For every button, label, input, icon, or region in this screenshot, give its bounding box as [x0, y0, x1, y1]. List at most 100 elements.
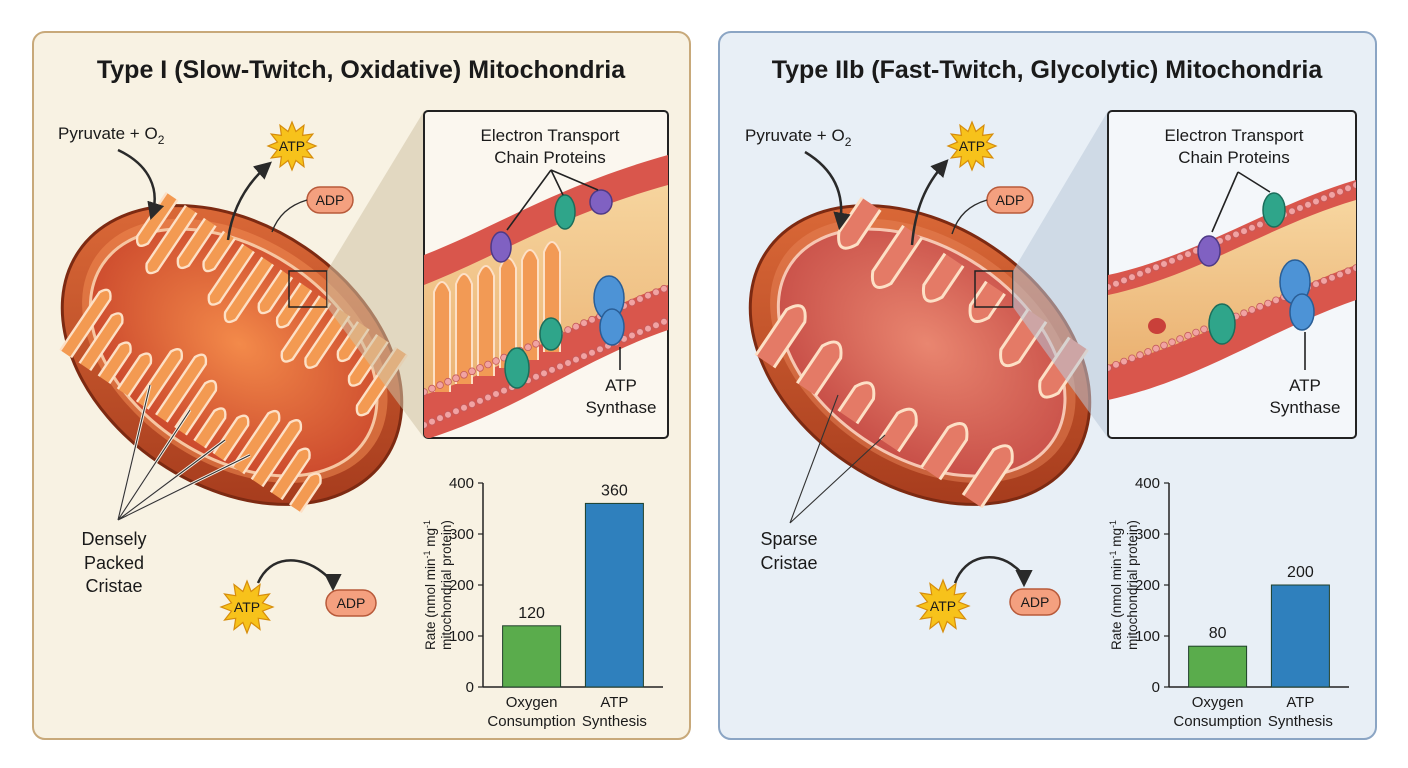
y-tick-label: 100 — [1135, 628, 1160, 645]
etc-label-line2: Chain Proteins — [494, 148, 606, 167]
crista-fold — [116, 352, 153, 397]
lipid-head — [628, 331, 636, 340]
lipid-head — [532, 372, 540, 381]
cristae-label-line3: Cristae — [85, 576, 142, 596]
lipid-head — [1240, 227, 1248, 235]
inset-crista — [477, 265, 495, 376]
cristae-pointers-b — [789, 394, 886, 524]
etc-pointer — [506, 169, 599, 231]
atp-star-bottom-b: ATP — [915, 578, 971, 634]
lipid-head — [660, 284, 668, 293]
etc-label-line1: Electron Transport — [481, 126, 620, 145]
lipid-head — [452, 374, 460, 383]
y-axis-label-line2: mitochondrial protein) — [1125, 520, 1140, 650]
substrate-arrow — [117, 148, 165, 221]
cristae-label-b-line2: Cristae — [760, 553, 817, 573]
adp-pill-bottom-b: ADP — [1009, 588, 1061, 616]
synthase-label-line2-b: Synthase — [1270, 398, 1341, 417]
y-tick-label: 200 — [1135, 577, 1160, 594]
lipid-head — [1328, 273, 1336, 282]
lipid-head — [424, 421, 428, 429]
lipid-head — [1128, 354, 1136, 363]
etc-protein-teal-b — [1262, 192, 1286, 228]
lipid-head — [1240, 309, 1248, 318]
bar-value-label: 360 — [601, 482, 628, 499]
lipid-head — [1352, 181, 1356, 189]
lipid-head — [1336, 187, 1344, 196]
lipid-head — [1112, 279, 1120, 288]
crista-fold — [176, 217, 217, 270]
atp-star-bottom: ATP — [219, 579, 275, 635]
lipid-head — [492, 390, 500, 398]
atp-star-bottom-b-label: ATP — [930, 598, 956, 614]
atp-star-bottom-label: ATP — [234, 599, 260, 615]
lipid-head — [1344, 184, 1352, 193]
lipid-head — [636, 328, 644, 336]
lipid-head — [424, 388, 428, 396]
etc-protein-teal-b2 — [1208, 303, 1236, 345]
atp-out-arrow — [226, 161, 272, 241]
lipid-head — [1328, 191, 1336, 199]
lipid-head — [460, 403, 468, 412]
bar-value-label: 80 — [1209, 625, 1227, 642]
substrate-label-b: Pyruvate + O2 — [745, 126, 852, 149]
lipid-head — [540, 369, 548, 378]
lipid-head — [644, 324, 652, 333]
lipid-head — [1136, 351, 1144, 359]
crista-fold — [223, 256, 275, 324]
cristae-label-line2: Packed — [84, 553, 144, 573]
membrane-inset-type-i: Electron Transport Chain Proteins ATP Sy… — [423, 110, 669, 439]
adp-pill-bottom-label: ADP — [337, 595, 366, 611]
lipid-head — [1320, 194, 1328, 203]
bar — [1188, 645, 1248, 688]
lipid-head — [492, 357, 500, 365]
lipid-head — [1152, 263, 1160, 272]
lipid-head — [1176, 253, 1184, 262]
lipid-head — [524, 343, 532, 352]
adp-out-arrow-b — [953, 555, 1033, 588]
adp-in-pointer-b — [951, 199, 988, 235]
etc-protein-purple-2 — [589, 189, 613, 215]
crista-fold — [174, 379, 218, 436]
y-axis-label-line1: Rate (nmol min-1 mg-1 — [422, 520, 438, 650]
lipid-head — [468, 400, 476, 409]
category-label: Synthesis — [1268, 713, 1333, 730]
lipid-head — [1248, 306, 1256, 314]
inset-crista — [521, 249, 539, 360]
crista-fold — [280, 295, 332, 363]
dense-cristae — [59, 192, 408, 513]
zoom-projection — [327, 111, 424, 438]
lipid-head — [1256, 220, 1264, 229]
lipid-head — [1304, 200, 1312, 209]
lipid-head — [476, 364, 484, 372]
etc-pointer-b — [1211, 171, 1271, 233]
lipid-head — [636, 295, 644, 303]
y-tick-label: 400 — [449, 475, 474, 492]
etc-protein-teal-3 — [539, 317, 563, 351]
lipid-head — [1112, 360, 1120, 369]
bar-value-label: 200 — [1287, 564, 1314, 581]
crista-fold — [796, 340, 843, 397]
adp-out-arrow — [256, 559, 342, 592]
etc-label-line2-b: Chain Proteins — [1178, 148, 1290, 167]
y-tick-label: 0 — [1152, 679, 1160, 696]
etc-protein-teal-2 — [504, 347, 530, 389]
substrate-arrow-b — [804, 150, 851, 231]
panel-type-i: Type I (Slow-Twitch, Oxidative) Mitochon… — [32, 31, 691, 740]
crista-fold — [961, 444, 1014, 509]
y-axis-label-line2: mitochondrial protein) — [439, 520, 454, 650]
category-label: Oxygen — [506, 694, 558, 711]
lipid-head — [1108, 364, 1112, 372]
lipid-head — [580, 319, 588, 327]
crista-fold — [193, 407, 227, 449]
rate-chart-type-i: 0100200300400120OxygenConsumption360ATPS… — [422, 475, 663, 730]
lipid-head — [1312, 280, 1320, 288]
lipid-head — [548, 366, 556, 374]
inset-crista — [433, 281, 451, 392]
lipid-head — [1128, 273, 1136, 281]
crista-fold — [921, 252, 965, 303]
lipid-head — [532, 339, 540, 348]
adp-pill-top-b-label: ADP — [996, 192, 1025, 208]
lipid-head — [1352, 264, 1356, 272]
